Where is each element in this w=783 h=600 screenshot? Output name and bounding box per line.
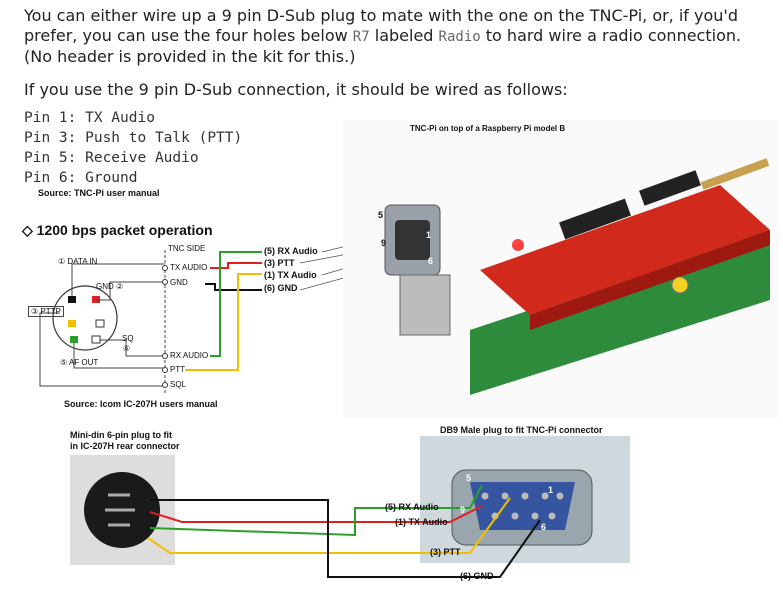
pi-pin-5: 5	[378, 210, 384, 220]
label-lower-rx: (5) RX Audio	[385, 502, 439, 512]
node-ptt	[162, 367, 168, 373]
wiring-intro: If you use the 9 pin D-Sub connection, i…	[24, 80, 568, 99]
wire-black-upper	[205, 283, 262, 291]
intro-text-a: You can either wire up a 9 pin D-Sub plu…	[24, 6, 738, 45]
gnd-line	[96, 281, 165, 301]
node-sql	[162, 382, 168, 388]
label-pttp: ③ PTTP	[28, 306, 64, 317]
diamond-icon: ◇	[22, 222, 33, 238]
wire-green-lower	[149, 484, 483, 537]
wire-green-upper	[210, 251, 262, 357]
pi-pin-1: 1	[426, 230, 432, 240]
label-sq: SQ	[122, 334, 134, 343]
led-red	[512, 239, 524, 251]
wire-red-lower	[149, 505, 483, 523]
pin-item: Pin 1: TX Audio	[24, 110, 155, 126]
label-af-out: ⑤ AF OUT	[60, 358, 99, 367]
pin-item: Pin 6: Ground	[24, 170, 138, 186]
minidin-pin-black	[68, 296, 76, 303]
db9-insert	[470, 482, 575, 530]
label-upper-ptt: (3) PTT	[264, 258, 295, 268]
wire-yellow-upper	[185, 273, 262, 371]
lower-pin-6: 6	[541, 522, 547, 532]
label-sql: SQL	[170, 380, 187, 389]
packet-heading-text: 1200 bps packet operation	[36, 222, 213, 238]
lower-pin-1: 1	[548, 485, 554, 495]
minidin-pin-white	[95, 319, 105, 328]
label-upper-tx: (1) TX Audio	[264, 270, 317, 280]
pin-item: Pin 5: Receive Audio	[24, 150, 199, 166]
radio-label: Radio	[438, 29, 481, 45]
label-tx-audio: TX AUDIO	[170, 263, 208, 272]
node-rx	[162, 353, 168, 359]
label-lower-gnd: (6) GND	[460, 571, 494, 581]
db9-pin	[556, 492, 564, 500]
rca-jack	[671, 276, 689, 294]
tnc-pi-board	[480, 185, 770, 315]
node-gnd	[162, 279, 168, 285]
source-icom: Source: Icom IC-207H users manual	[64, 399, 218, 409]
pi-photo-caption: TNC-Pi on top of a Raspberry Pi model B	[410, 124, 566, 133]
label-gnd: GND	[170, 278, 188, 287]
intro-paragraph: You can either wire up a 9 pin D-Sub plu…	[24, 6, 774, 67]
db9-pin	[531, 512, 539, 520]
intro-text-c: to hard wire a radio connection. (No hea…	[24, 26, 742, 66]
pin-item: Pin 3: Push to Talk (PTT)	[24, 130, 243, 146]
minidin-pin-white2	[91, 335, 101, 344]
label-lower-tx: (1) TX Audio	[395, 517, 448, 527]
db9-caption: DB9 Male plug to fit TNC-Pi connector	[440, 425, 603, 435]
minidin-pin-green	[70, 336, 78, 343]
db9-pin	[521, 492, 529, 500]
data-in-line	[71, 263, 165, 296]
db9-pin	[511, 512, 519, 520]
wire-red-upper	[210, 262, 262, 269]
pin-list: Pin 1: TX Audio Pin 3: Push to Talk (PTT…	[24, 108, 242, 188]
db9-pin	[548, 512, 556, 520]
minidin-caption-1: Mini-din 6-pin plug to fit	[70, 430, 172, 440]
packet-heading: ◇ 1200 bps packet operation	[22, 222, 213, 239]
node-tx	[162, 265, 168, 271]
db9-pin	[541, 492, 549, 500]
intro-text-b: labeled	[369, 26, 439, 45]
source-manual: Source: TNC-Pi user manual	[38, 188, 160, 198]
ic-chip	[559, 198, 631, 240]
lower-pin-9: 9	[460, 505, 466, 515]
db9-pin	[481, 492, 489, 500]
header-pins	[700, 158, 770, 190]
label-rx-audio: RX AUDIO	[170, 351, 209, 360]
pi-pin-9: 9	[381, 238, 387, 248]
label-upper-rx: (5) RX Audio	[264, 246, 318, 256]
wire-black-lower	[150, 499, 541, 578]
ic-chip2	[639, 170, 701, 206]
af-out-line	[73, 343, 165, 369]
sq-line	[100, 339, 165, 357]
label-data-in: ① DATA IN	[58, 257, 98, 266]
db9-pin	[501, 492, 509, 500]
minidin-pin-yellow	[68, 320, 76, 327]
label-sq-num: ⑥	[123, 344, 131, 353]
tnc-pi-edge	[530, 230, 770, 330]
label-tnc-side: TNC SIDE	[168, 244, 206, 253]
usb-ports	[399, 274, 451, 336]
db9-face	[395, 220, 430, 260]
pttp-line	[39, 312, 165, 387]
r7-label: R7	[352, 29, 370, 45]
label-gnd-num: GND ②	[96, 282, 124, 291]
wire-yellow-lower	[147, 497, 511, 554]
lower-pin-5: 5	[466, 473, 472, 483]
label-lower-ptt: (3) PTT	[430, 547, 461, 557]
label-upper-gnd: (6) GND	[264, 283, 298, 293]
minidin-caption-2: in IC-207H rear connector	[70, 441, 180, 451]
tnc-pi-photo	[343, 120, 778, 418]
pi-pin-6: 6	[428, 256, 434, 266]
label-ptt: PTT	[170, 365, 186, 374]
